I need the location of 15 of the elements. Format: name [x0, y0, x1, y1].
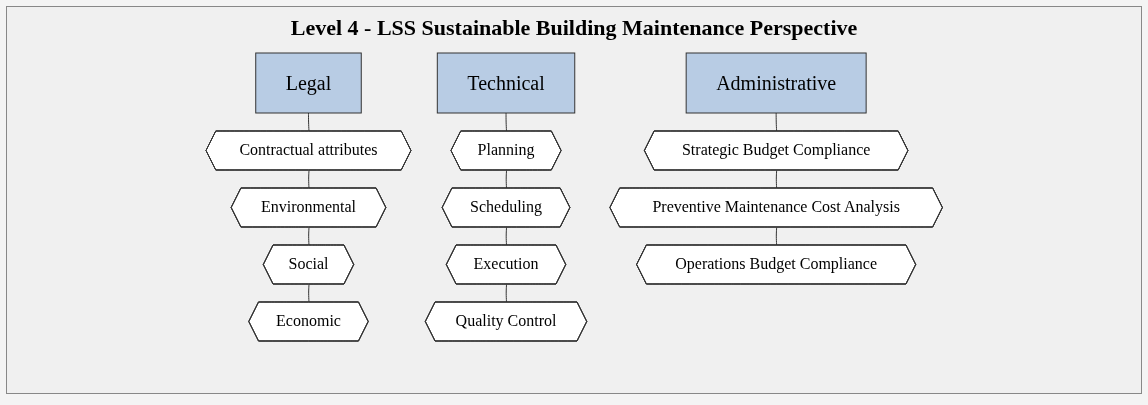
- connector: [307, 170, 310, 189]
- connector: [505, 112, 507, 132]
- connector: [505, 284, 507, 303]
- connector: [307, 284, 310, 303]
- node-box: Administrative: [685, 52, 867, 114]
- connector: [775, 227, 777, 246]
- connector: [307, 227, 310, 246]
- connector: [505, 227, 507, 246]
- node-box: Legal: [255, 52, 362, 114]
- node-box: Technical: [436, 52, 576, 114]
- diagram-title: Level 4 - LSS Sustainable Building Maintenance Perspective: [290, 15, 858, 41]
- connector: [775, 112, 777, 132]
- connector: [775, 170, 777, 189]
- connector: [307, 112, 310, 132]
- connector: [505, 170, 507, 189]
